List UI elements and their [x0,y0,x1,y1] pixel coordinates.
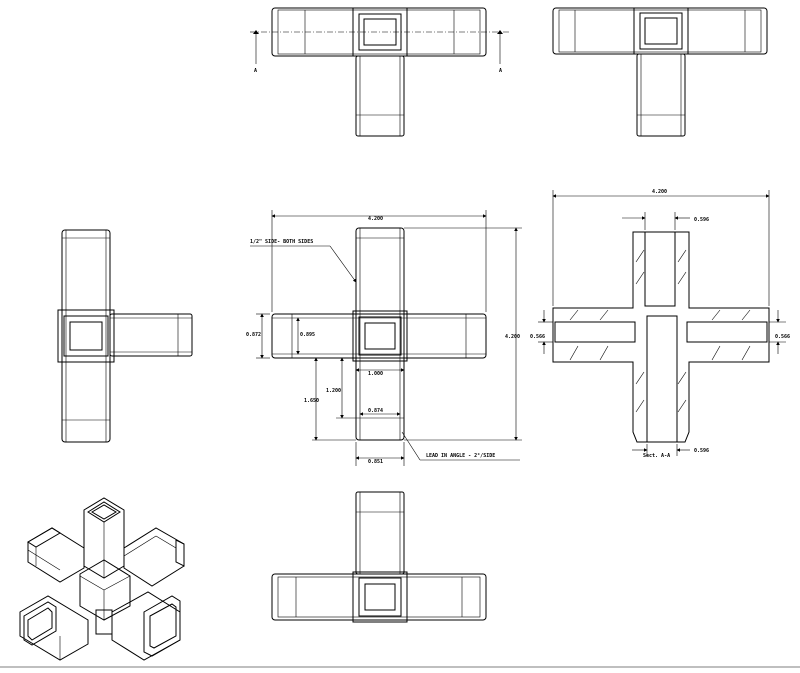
dim-front-long-arm: 1.650 [304,398,319,404]
top-view-t-right [552,7,768,137]
front-view-cross: 4.200 4.200 0.872 0.895 1.000 1.200 1.65… [246,210,522,466]
side-view-left [57,229,193,443]
dim-section-overall-width: 4.200 [652,189,667,195]
isometric-view [19,497,185,661]
dim-front-inner-width: 0.874 [368,408,383,414]
dim-front-overall-width: 4.200 [368,216,383,222]
dim-front-overall-height: 4.200 [505,334,520,340]
dim-section-bottom-wall: 0.596 [694,448,709,454]
dim-front-arm-height: 0.872 [246,332,261,338]
dim-front-outer-width: 0.851 [368,459,383,465]
note-lead-in-angle: LEAD IN ANGLE - 2°/SIDE [426,453,495,459]
bottom-view-inverted-t [271,491,487,623]
section-label: Sect. A-A [643,453,670,459]
section-view-a-a: 4.200 0.596 0.566 0.566 0.596 Sect. A-A [530,189,790,459]
dim-section-top-wall: 0.596 [694,217,709,223]
section-mark-left: A [254,68,257,74]
section-mark-right: A [499,68,502,74]
note-both-sides: 1/2" SIDE- BOTH SIDES [250,239,313,245]
dim-section-right-arm: 0.566 [775,334,790,340]
section-hatching [569,249,751,413]
dim-front-inner-height: 0.895 [300,332,315,338]
dim-front-center-square: 1.000 [368,371,383,377]
top-view-t-section: A A [250,7,510,137]
dim-front-short-arm: 1.200 [326,388,341,394]
dim-section-left-arm: 0.566 [530,334,545,340]
